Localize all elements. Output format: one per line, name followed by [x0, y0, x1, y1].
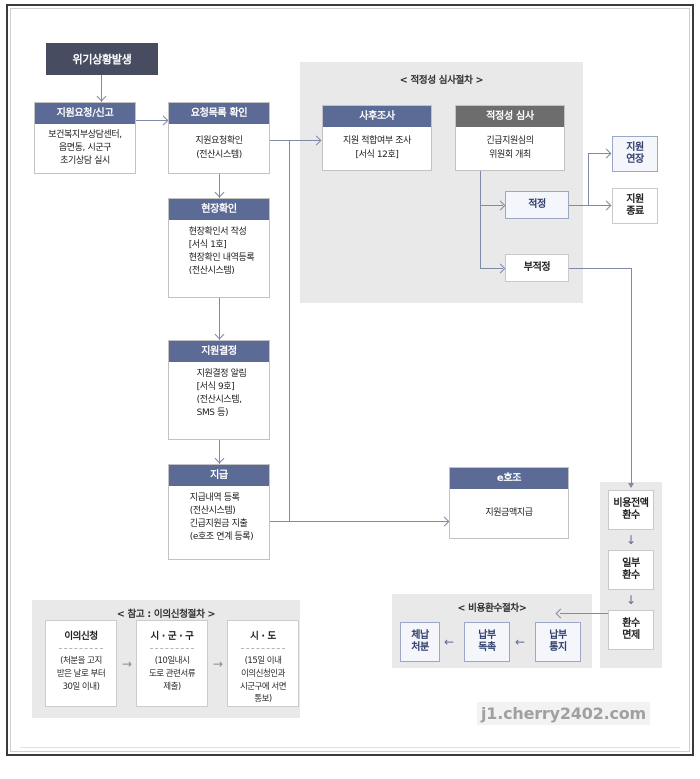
panel-appeal-procedure-title: < 참고 : 이의신청절차 >	[116, 609, 216, 620]
node-outcome-terminate[interactable]: 지원 종료	[612, 188, 658, 224]
connector-adequacy-to-improper	[480, 268, 503, 269]
connector-riser-top-to-postsurvey	[270, 140, 320, 141]
arrowhead-improper-to-recovery	[627, 483, 634, 488]
node-appeal-request-title: 이의신청	[64, 631, 98, 642]
node-appeal-sigungu-body: (10일내시 도로 관련서류 제출)	[148, 656, 196, 692]
node-onsite-check[interactable]: 현장확인 현장확인서 작성 [서식 1호] 현장확인 내역등록 (전산시스템)	[168, 198, 270, 298]
node-adequacy-review-body: 긴급지원심의 위원회 개최	[486, 136, 534, 160]
node-post-survey-body: 지원 적합여부 조사 [서식 12호]	[343, 136, 411, 160]
node-appeal-sigungu[interactable]: 시 · 군 · 구 (10일내시 도로 관련서류 제출)	[136, 620, 208, 707]
page-bottom-rule	[20, 747, 680, 748]
node-delinquency-disposition[interactable]: 체납 처분	[400, 622, 440, 662]
node-support-request[interactable]: 지원요청/신고 보건복지부상담센터, 읍면동, 시군구 초기상담 실시	[34, 102, 136, 174]
arrowhead-proper-to-extend	[601, 148, 612, 159]
connector-recovery-to-procedure	[560, 613, 608, 614]
arrowhead-crisis-to-request	[96, 91, 107, 102]
connector-improper-to-recovery-h	[569, 268, 631, 269]
arrowhead-checklist-to-onsite	[214, 187, 225, 198]
node-appeal-sigungu-divider	[150, 648, 194, 649]
recovery-flow-arrow-1: ←	[514, 635, 526, 649]
connector-proper-riser-to-extend	[588, 153, 589, 205]
site-watermark: j1.cherry2402.com	[477, 702, 650, 725]
panel-adequacy-review-title: < 적정성 심사절차 >	[399, 75, 484, 86]
node-support-decision-head: 지원결정	[169, 341, 269, 362]
connector-decision-to-payment	[219, 440, 220, 464]
node-adequacy-review[interactable]: 적정성 심사 긴급지원심의 위원회 개최	[455, 105, 565, 171]
connector-improper-to-recovery-v	[631, 268, 632, 487]
node-ehojo[interactable]: e호조 지원금액지급	[449, 467, 569, 539]
node-request-list-check-head: 요청목록 확인	[169, 103, 269, 124]
node-appeal-request-body: (처분을 고지 받은 날로 부터 30일 이내)	[56, 656, 106, 692]
node-crisis-situation[interactable]: 위기상황발생	[46, 43, 158, 75]
node-decision-proper[interactable]: 적정	[505, 191, 569, 219]
node-request-list-check-body: 지원요청확인 (전산시스템)	[195, 136, 243, 160]
node-decision-improper[interactable]: 부적정	[505, 254, 569, 282]
connector-checklist-to-onsite	[219, 174, 220, 198]
node-ehojo-body: 지원금액지급	[485, 507, 533, 518]
recovery-flow-arrow-2: ←	[443, 635, 455, 649]
node-post-survey-head: 사후조사	[323, 106, 431, 127]
arrowhead-onsite-to-decision	[214, 329, 225, 340]
recovery-arrow-1: ↓	[625, 533, 637, 547]
node-appeal-request[interactable]: 이의신청 (처분을 고지 받은 날로 부터 30일 이내)	[45, 620, 117, 707]
arrowhead-payment-to-ehojo	[439, 516, 450, 527]
node-appeal-sigungu-title: 시 · 군 · 구	[150, 631, 194, 642]
node-support-decision[interactable]: 지원결정 지원결정 알림 [서식 9호] (전산시스템, SMS 등)	[168, 340, 270, 440]
connector-adequacy-to-proper	[480, 205, 503, 206]
node-onsite-check-body: 현장확인서 작성 [서식 1호] 현장확인 내역등록 (전산시스템)	[188, 227, 255, 277]
node-outcome-extend[interactable]: 지원 연장	[612, 136, 658, 172]
node-payment-notice[interactable]: 납부 통지	[535, 622, 581, 662]
node-recovery-full[interactable]: 비용전액 환수	[608, 490, 654, 530]
appeal-arrow-1: →	[121, 657, 133, 671]
connector-adequacy-branch-riser	[480, 171, 481, 268]
recovery-arrow-2: ↓	[625, 593, 637, 607]
connector-onsite-to-decision	[219, 298, 220, 340]
node-support-request-head: 지원요청/신고	[35, 103, 135, 124]
connector-proper-to-extend	[588, 153, 610, 154]
node-ehojo-head: e호조	[450, 468, 568, 489]
connector-proper-to-terminate	[569, 205, 610, 206]
arrowhead-decision-to-payment	[214, 453, 225, 464]
connector-payment-to-ehojo	[270, 521, 448, 522]
connector-riser-to-postsurvey	[289, 140, 290, 521]
node-recovery-exempt[interactable]: 환수 면제	[608, 610, 654, 650]
node-support-decision-body: 지원결정 알림 [서식 9호] (전산시스템, SMS 등)	[196, 369, 247, 419]
node-recovery-partial[interactable]: 일부 환수	[608, 550, 654, 590]
panel-recovery-procedure-title: < 비용환수절차>	[457, 603, 527, 614]
node-adequacy-review-head: 적정성 심사	[456, 106, 564, 127]
connector-crisis-to-request	[101, 75, 102, 102]
node-request-list-check[interactable]: 요청목록 확인 지원요청확인 (전산시스템)	[168, 102, 270, 174]
node-payment-body: 지급내역 등록 (전산시스템) 긴급지원금 지출 (e호조 연계 등록)	[189, 493, 254, 543]
page-frame-outer	[6, 4, 694, 756]
node-onsite-check-head: 현장확인	[169, 199, 269, 220]
node-crisis-situation-label: 위기상황발생	[72, 53, 132, 66]
node-appeal-sido-body: (15일 이내 이의신청인과 시군구에 서면 통보)	[239, 656, 287, 705]
arrowhead-request-to-checklist	[158, 115, 169, 126]
node-post-survey[interactable]: 사후조사 지원 적합여부 조사 [서식 12호]	[322, 105, 432, 171]
node-appeal-sido[interactable]: 시 · 도 (15일 이내 이의신청인과 시군구에 서면 통보)	[227, 620, 299, 707]
node-payment[interactable]: 지급 지급내역 등록 (전산시스템) 긴급지원금 지출 (e호조 연계 등록)	[168, 464, 270, 560]
node-appeal-request-divider	[59, 648, 103, 649]
node-payment-reminder[interactable]: 납부 독촉	[464, 622, 510, 662]
node-support-request-body: 보건복지부상담센터, 읍면동, 시군구 초기상담 실시	[48, 129, 122, 167]
connector-request-to-checklist	[136, 120, 168, 121]
node-appeal-sido-title: 시 · 도	[250, 631, 276, 642]
node-appeal-sido-divider	[241, 648, 285, 649]
appeal-arrow-2: →	[212, 657, 224, 671]
arrowhead-proper-to-terminate	[601, 200, 612, 211]
node-payment-head: 지급	[169, 465, 269, 486]
